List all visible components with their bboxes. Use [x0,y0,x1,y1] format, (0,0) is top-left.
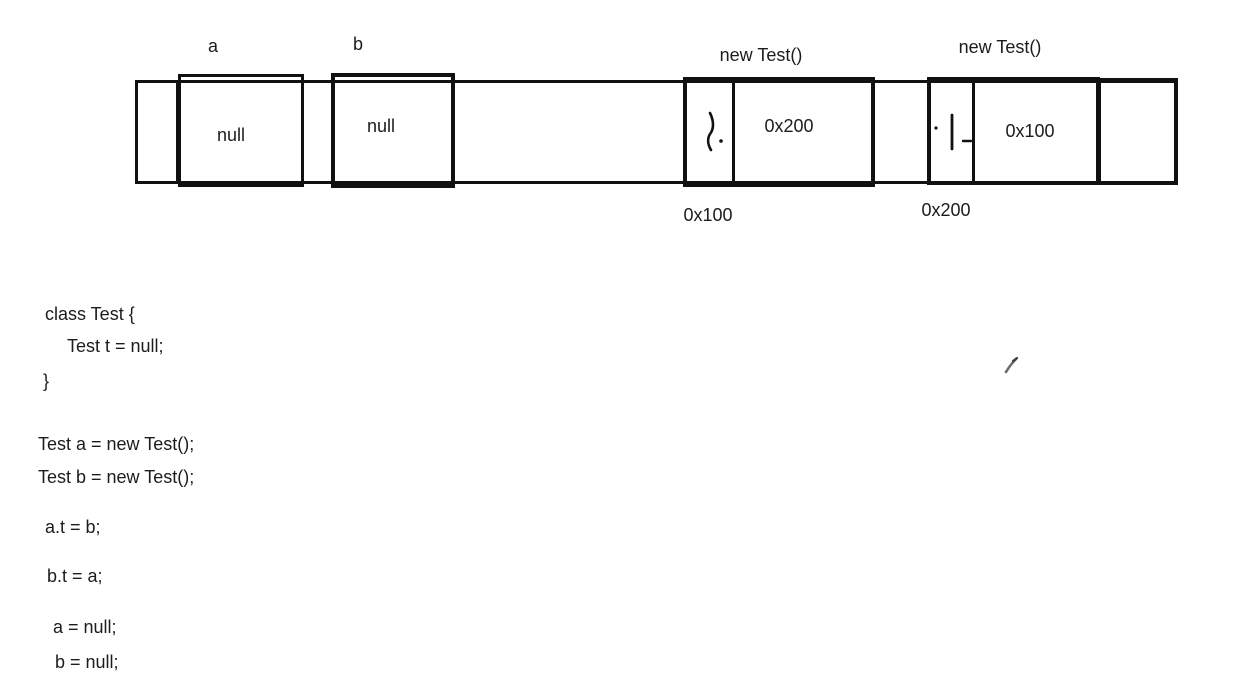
code-line-b-null: b = null; [55,652,119,672]
code-line-class-close: } [43,371,50,391]
stack-cell-a [178,74,304,187]
object1-field-divider [732,81,735,181]
object2-field-divider [972,81,975,181]
code-line-new-a: Test a = new Test(); [38,434,195,454]
object2-address: 0x200 [921,200,971,220]
code-line-new-b: Test b = new Test(); [38,467,195,487]
code-line-bt-a: b.t = a; [47,566,103,586]
code-line-field-decl: Test t = null; [67,336,164,356]
label-var-b: b [352,34,363,54]
object1-field-value: 0x200 [764,116,814,136]
code-line-at-b: a.t = b; [45,517,101,537]
object2-field-value: 0x100 [1005,121,1055,141]
strip-divider-1 [176,80,179,184]
label-new-test-2: new Test() [958,37,1042,57]
label-new-test-1: new Test() [719,45,803,65]
strip-tail-cell [1097,78,1178,185]
stray-pencil-mark-tip [1011,356,1019,363]
code-line-a-null: a = null; [53,617,117,637]
cell-a-value: null [216,125,246,145]
stray-pencil-mark [1004,357,1018,374]
object1-address: 0x100 [683,205,733,225]
label-var-a: a [207,36,218,56]
stack-cell-b [331,73,455,188]
heap-object-1 [683,77,875,187]
code-line-class-open: class Test { [45,304,135,324]
cell-b-value: null [366,116,396,136]
